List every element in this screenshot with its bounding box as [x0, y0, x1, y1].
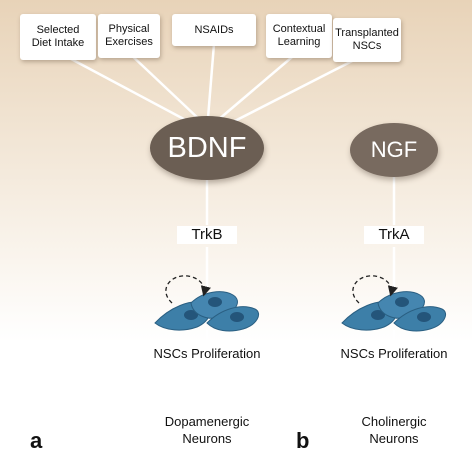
input-label-transplant: Transplanted NSCs	[335, 27, 399, 52]
input-box-exercise: Physical Exercises	[98, 14, 160, 58]
process-label-a: NSCs Proliferation	[142, 346, 272, 362]
input-label-exercise: Physical Exercises	[105, 23, 153, 48]
receptor-label-b: TrkA	[364, 226, 424, 244]
bdnf-label: BDNF	[167, 131, 247, 164]
input-box-diet: Selected Diet Intake	[20, 14, 96, 60]
receptor-label-a: TrkB	[177, 226, 237, 244]
input-box-nsaids: NSAIDs	[172, 14, 256, 46]
outcome-label-a: Dopamenergic Neurons	[142, 413, 272, 447]
input-box-transplant: Transplanted NSCs	[333, 18, 401, 62]
connector-learning	[217, 51, 299, 121]
process-label-b: NSCs Proliferation	[329, 346, 459, 362]
input-label-learning: Contextual Learning	[272, 23, 326, 48]
proliferation-loop-arrow-a	[165, 275, 211, 304]
ngf-label: NGF	[370, 137, 418, 162]
connector-nsaids	[206, 43, 216, 119]
connector-exercise	[127, 51, 201, 121]
cell-cluster-a	[154, 291, 260, 332]
proliferation-loop-arrow-b	[352, 275, 398, 304]
outcome-label-b: Cholinergic Neurons	[329, 413, 459, 447]
panel-letter-b: b	[296, 428, 310, 453]
input-label-nsaids: NSAIDs	[194, 23, 234, 36]
input-box-learning: Contextual Learning	[266, 14, 332, 58]
connector-transplant	[224, 54, 363, 128]
connector-diet	[57, 50, 196, 127]
ngf-oval: NGF	[350, 123, 438, 177]
input-label-diet: Selected Diet Intake	[31, 24, 85, 49]
cell-cluster-b	[341, 291, 447, 332]
bdnf-oval: BDNF	[150, 116, 264, 180]
panel-letter-a: a	[30, 428, 43, 453]
